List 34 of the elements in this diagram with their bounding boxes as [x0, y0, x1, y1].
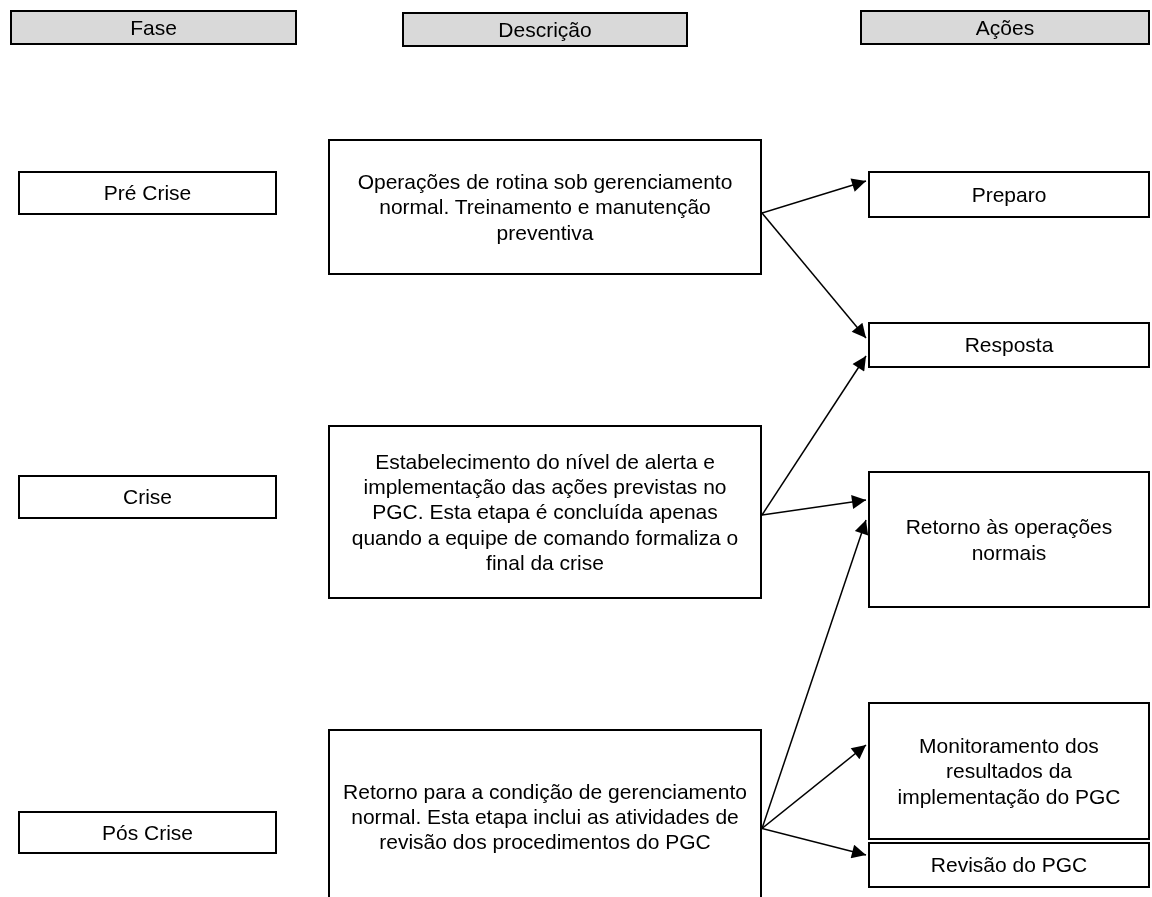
phase-box [18, 475, 277, 519]
node-text: Revisão do PGC [930, 852, 1088, 878]
action-box [868, 842, 1150, 888]
arrow [761, 744, 867, 830]
node-text: Estabelecimento do nível de alerta e implementação das ações previstas no PGC. Esta etapa é concluída apenas quando a equipe de comando formaliza o final da crise [350, 449, 740, 575]
node-text: Operações de rotina sob gerenciamento normal. Treinamento e manutenção preventiva [356, 169, 734, 245]
action-box [868, 471, 1150, 608]
node-text: Resposta [964, 332, 1054, 358]
arrow [761, 212, 867, 339]
description-box [328, 139, 762, 275]
arrow [761, 178, 867, 214]
phase-box [18, 811, 277, 854]
node-text: Retorno às operações normais [904, 514, 1114, 565]
node-text: Pós Crise [102, 819, 193, 846]
arrow [761, 355, 867, 516]
node-text: Retorno para a condição de gerenciamento normal. Esta etapa inclui as atividades de revisão dos procedimentos do PGC [342, 778, 748, 855]
action-box [868, 322, 1150, 368]
node-text: Crise [123, 484, 172, 510]
action-box [868, 171, 1150, 218]
node-text: Fase [130, 14, 177, 41]
node-text: Descrição [498, 16, 592, 43]
description-box [328, 729, 762, 897]
phase-box [18, 171, 277, 215]
node-text: Monitoramento dos resultados da implementação do PGC [896, 733, 1122, 809]
description-box [328, 425, 762, 599]
node-text: Pré Crise [103, 180, 192, 206]
node-text: Ações [975, 14, 1035, 41]
header-box [402, 12, 688, 47]
header-box [860, 10, 1150, 45]
action-box [868, 702, 1150, 840]
arrow [761, 827, 867, 859]
header-box [10, 10, 297, 45]
arrow [761, 495, 867, 516]
node-text: Preparo [971, 181, 1047, 208]
